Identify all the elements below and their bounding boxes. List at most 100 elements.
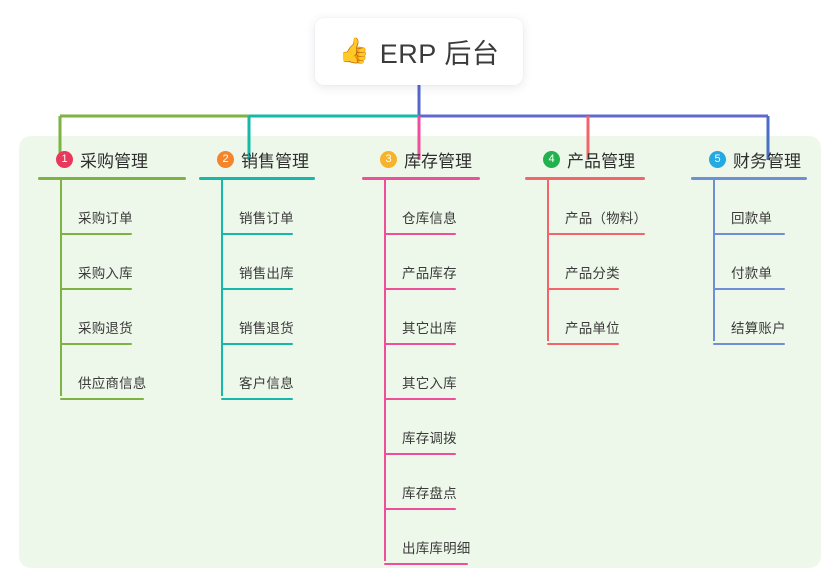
submodule-item[interactable]: 出库库明细	[362, 510, 480, 565]
module-badge-2: 2	[217, 150, 234, 168]
submodule-item[interactable]: 产品库存	[362, 235, 480, 290]
submodule-underline	[60, 288, 132, 290]
submodule-item[interactable]: 销售退货	[199, 290, 315, 345]
submodule-item[interactable]: 库存调拨	[362, 400, 480, 455]
module-column-2: 2 销售管理销售订单销售出库销售退货客户信息	[199, 147, 315, 400]
submodule-label: 产品库存	[402, 266, 457, 281]
submodule-label: 采购退货	[78, 321, 133, 336]
submodule-underline	[221, 288, 293, 290]
submodule-label: 产品（物料）	[565, 211, 648, 226]
submodule-label: 回款单	[731, 211, 773, 226]
root-title: ERP 后台	[379, 39, 500, 69]
submodule-item[interactable]: 产品单位	[525, 290, 645, 345]
submodule-underline	[384, 453, 456, 455]
submodule-underline	[547, 233, 645, 235]
module-underline-3	[362, 177, 480, 180]
module-title-5: 财务管理	[733, 151, 801, 171]
module-title-4: 产品管理	[567, 151, 635, 171]
modules-panel	[19, 136, 821, 568]
submodule-label: 销售退货	[239, 321, 294, 336]
submodule-list-2: 销售订单销售出库销售退货客户信息	[199, 180, 315, 400]
module-title-2: 销售管理	[241, 151, 309, 171]
module-underline-1	[38, 177, 186, 180]
submodule-label: 采购订单	[78, 211, 133, 226]
submodule-label: 客户信息	[239, 376, 294, 391]
submodule-item[interactable]: 采购订单	[38, 180, 186, 235]
submodule-item[interactable]: 仓库信息	[362, 180, 480, 235]
module-header-2[interactable]: 2 销售管理	[199, 147, 315, 171]
submodule-label: 其它出库	[402, 321, 457, 336]
module-column-4: 4 产品管理产品（物料） 产品分类产品单位	[525, 147, 648, 345]
submodule-list-5: 回款单付款单结算账户	[691, 180, 807, 345]
submodule-underline	[384, 563, 468, 565]
submodule-item[interactable]: 供应商信息	[38, 345, 186, 400]
module-badge-4: 4	[543, 150, 560, 168]
module-badge-5: 5	[709, 150, 726, 168]
submodule-item[interactable]: 客户信息	[199, 345, 315, 400]
submodule-underline	[384, 508, 456, 510]
submodule-list-4: 产品（物料） 产品分类产品单位	[525, 180, 648, 345]
submodule-item[interactable]: 库存盘点	[362, 455, 480, 510]
submodule-spine-5	[713, 180, 715, 341]
module-badge-3: 3	[380, 150, 397, 168]
module-column-1: 1 采购管理采购订单采购入库采购退货供应商信息	[38, 147, 186, 400]
submodule-list-3: 仓库信息产品库存其它出库其它入库库存调拨库存盘点出库库明细	[362, 180, 480, 565]
module-column-3: 3 库存管理仓库信息产品库存其它出库其它入库库存调拨库存盘点出库库明细	[362, 147, 480, 565]
submodule-underline	[221, 233, 293, 235]
submodule-underline	[60, 343, 132, 345]
module-header-3[interactable]: 3 库存管理	[362, 147, 480, 171]
module-header-1[interactable]: 1 采购管理	[38, 147, 186, 171]
submodule-item[interactable]: 付款单	[691, 235, 807, 290]
submodule-item[interactable]: 采购退货	[38, 290, 186, 345]
submodule-spine-4	[547, 180, 549, 341]
submodule-item[interactable]: 其它出库	[362, 290, 480, 345]
submodule-label: 结算账户	[731, 321, 786, 336]
submodule-label: 供应商信息	[78, 376, 147, 391]
submodule-underline	[547, 343, 619, 345]
submodule-item[interactable]: 采购入库	[38, 235, 186, 290]
submodule-label: 库存盘点	[402, 486, 457, 501]
submodule-item[interactable]: 销售出库	[199, 235, 315, 290]
module-underline-2	[199, 177, 315, 180]
submodule-item[interactable]: 产品分类	[525, 235, 645, 290]
submodule-underline	[713, 343, 785, 345]
submodule-label: 销售出库	[239, 266, 294, 281]
submodule-label: 出库库明细	[402, 541, 471, 556]
module-underline-4	[525, 177, 645, 180]
submodule-underline	[221, 343, 293, 345]
submodule-underline	[713, 288, 785, 290]
module-header-4[interactable]: 4 产品管理	[525, 147, 645, 171]
submodule-underline	[713, 233, 785, 235]
submodule-underline	[384, 343, 456, 345]
module-underline-5	[691, 177, 807, 180]
submodule-underline	[60, 233, 132, 235]
submodule-spine-3	[384, 180, 386, 561]
submodule-label: 其它入库	[402, 376, 457, 391]
submodule-item[interactable]: 产品（物料）	[525, 180, 648, 235]
submodule-item[interactable]: 结算账户	[691, 290, 807, 345]
submodule-underline	[384, 398, 456, 400]
submodule-label: 付款单	[731, 266, 773, 281]
submodule-label: 销售订单	[239, 211, 294, 226]
submodule-underline	[221, 398, 293, 400]
submodule-item[interactable]: 其它入库	[362, 345, 480, 400]
submodule-underline	[384, 233, 456, 235]
module-title-1: 采购管理	[80, 151, 148, 171]
submodule-label: 仓库信息	[402, 211, 457, 226]
module-header-5[interactable]: 5 财务管理	[691, 147, 807, 171]
root-node[interactable]: 👍 ERP 后台	[315, 18, 523, 85]
submodule-label: 产品分类	[565, 266, 620, 281]
submodule-underline	[60, 398, 144, 400]
submodule-underline	[547, 288, 619, 290]
module-badge-1: 1	[56, 150, 73, 168]
submodule-item[interactable]: 回款单	[691, 180, 807, 235]
submodule-underline	[384, 288, 456, 290]
submodule-label: 产品单位	[565, 321, 620, 336]
submodule-item[interactable]: 销售订单	[199, 180, 315, 235]
thumbs-up-icon: 👍	[338, 37, 370, 65]
module-column-5: 5 财务管理回款单付款单结算账户	[691, 147, 807, 345]
submodule-list-1: 采购订单采购入库采购退货供应商信息	[38, 180, 186, 400]
module-title-3: 库存管理	[404, 151, 472, 171]
submodule-label: 采购入库	[78, 266, 133, 281]
